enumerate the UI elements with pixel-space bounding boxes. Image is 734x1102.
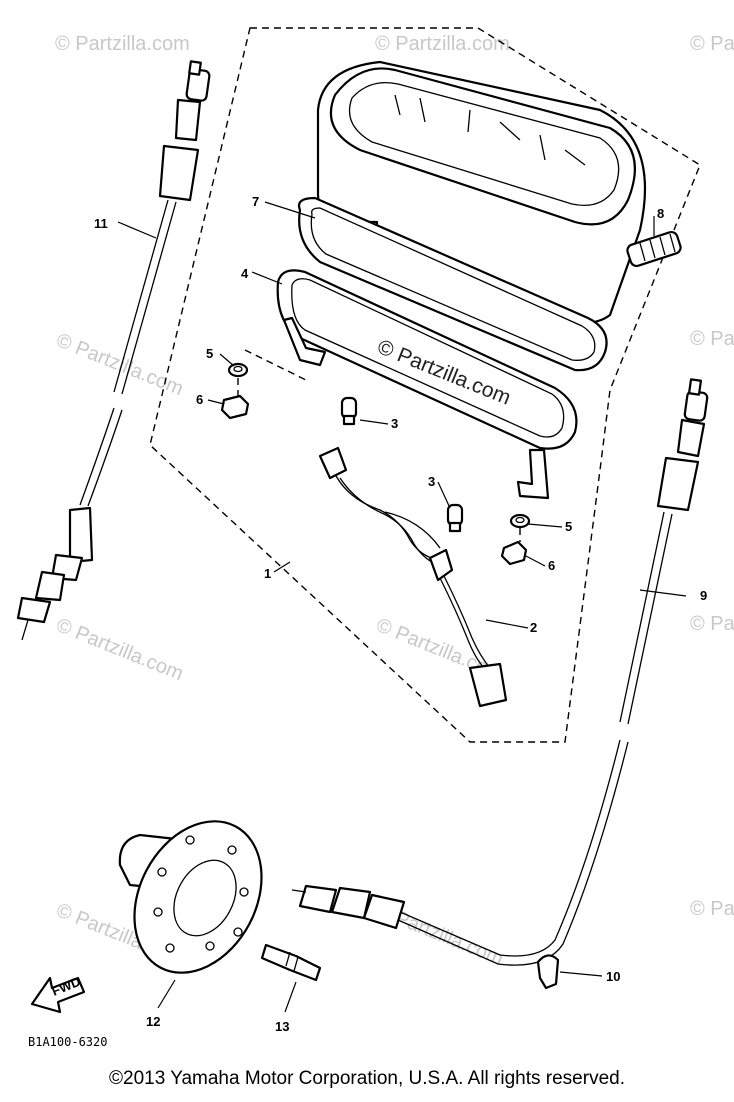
drive-plate	[118, 820, 263, 974]
grommet	[227, 362, 249, 378]
bulb	[340, 396, 358, 426]
assembly-guide-line	[237, 349, 521, 542]
callout-7: 7	[252, 194, 259, 209]
callout-2: 2	[530, 620, 537, 635]
callout-9: 9	[700, 588, 707, 603]
meter-bracket	[276, 269, 578, 500]
drive-gear	[260, 943, 322, 982]
diagram-code: B1A100-6320	[28, 1035, 107, 1049]
callout-6: 6	[548, 558, 555, 573]
nut	[500, 540, 528, 566]
watermark: © Partzilla.com	[53, 614, 186, 685]
callout-3: 3	[428, 474, 435, 489]
nut	[220, 394, 250, 420]
bulb	[446, 503, 464, 533]
fwd-arrow-icon: FWD	[30, 974, 86, 1014]
cable-clamp	[536, 954, 560, 990]
speedometer-cable-9	[291, 378, 709, 966]
callout-13: 13	[275, 1019, 289, 1034]
leader-lines	[117, 201, 687, 1013]
watermark: © Partzilla.com	[690, 898, 734, 920]
watermark: © Partzilla.com	[690, 613, 734, 635]
callout-8: 8	[657, 206, 664, 221]
watermark: © Partzilla.com	[53, 329, 186, 400]
callouts: 11 7 4 8 5 6 3 3 5 6 1 2 9 10 12 13	[94, 194, 707, 1034]
watermark: © Partzilla.com	[690, 33, 734, 55]
assembly-boundary	[149, 27, 701, 743]
speedometer-cable-11	[16, 60, 211, 641]
callout-1: 1	[264, 566, 271, 581]
watermark: © Partzilla.com	[55, 33, 190, 55]
gasket	[297, 196, 608, 372]
callout-12: 12	[146, 1014, 160, 1029]
watermark: © Partzilla.com	[690, 328, 734, 350]
callout-5: 5	[206, 346, 213, 361]
callout-10: 10	[606, 969, 620, 984]
trip-knob	[626, 230, 682, 268]
callout-11: 11	[94, 216, 108, 231]
callout-3: 3	[391, 416, 398, 431]
copyright-notice: ©2013 Yamaha Motor Corporation, U.S.A. A…	[109, 1068, 625, 1089]
callout-4: 4	[241, 266, 249, 281]
lead-wire-harness	[318, 446, 508, 708]
grommet	[509, 513, 531, 529]
watermark: © Partzilla.com	[375, 33, 510, 55]
callout-6: 6	[196, 392, 203, 407]
callout-5: 5	[565, 519, 572, 534]
